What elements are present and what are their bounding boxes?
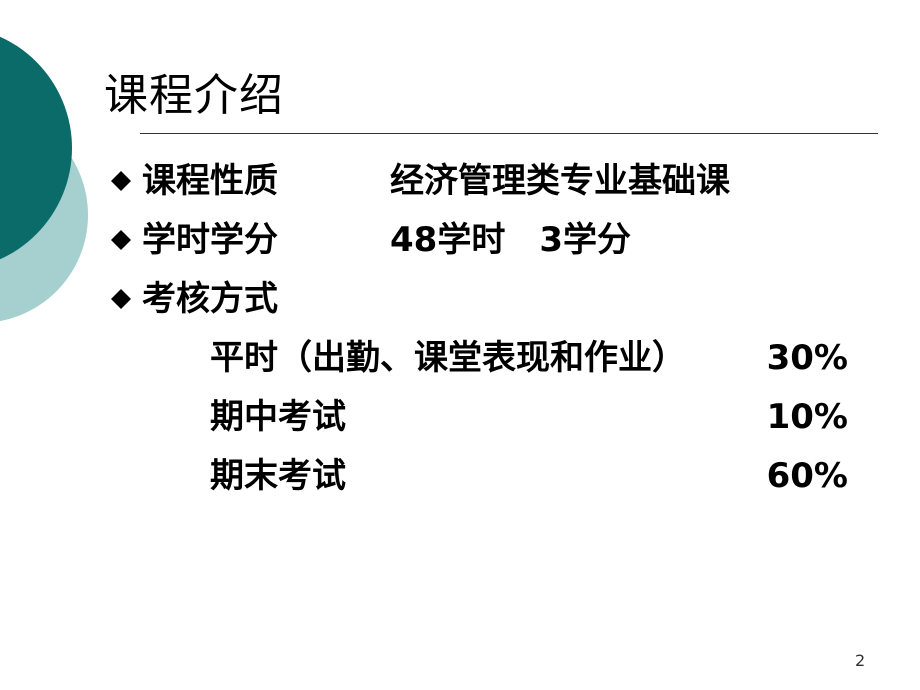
item-label-hours-credits: 学时学分 [142,220,278,260]
item-label-nature: 课程性质 [142,161,278,201]
assessment-name-regular: 平时（出勤、课堂表现和作业） [210,338,686,378]
assessment-weight-midterm: 10% [766,397,848,437]
assessment-name-final: 期末考试 [210,456,346,496]
item-label-assessment: 考核方式 [142,279,278,319]
diamond-bullet-icon [111,289,131,309]
title-divider [140,133,878,134]
dark-teal-circle [0,36,72,260]
diamond-bullet-icon [111,230,131,250]
page-number: 2 [855,651,866,670]
decorative-circles [0,36,88,322]
item-value-nature: 经济管理类专业基础课 [390,161,730,201]
assessment-weight-final: 60% [766,456,848,496]
assessment-weight-regular: 30% [766,338,848,378]
diamond-bullet-icon [111,171,131,191]
assessment-name-midterm: 期中考试 [210,397,346,437]
slide-title: 课程介绍 [104,70,284,121]
item-value-hours-credits: 48学时 3学分 [390,220,631,260]
